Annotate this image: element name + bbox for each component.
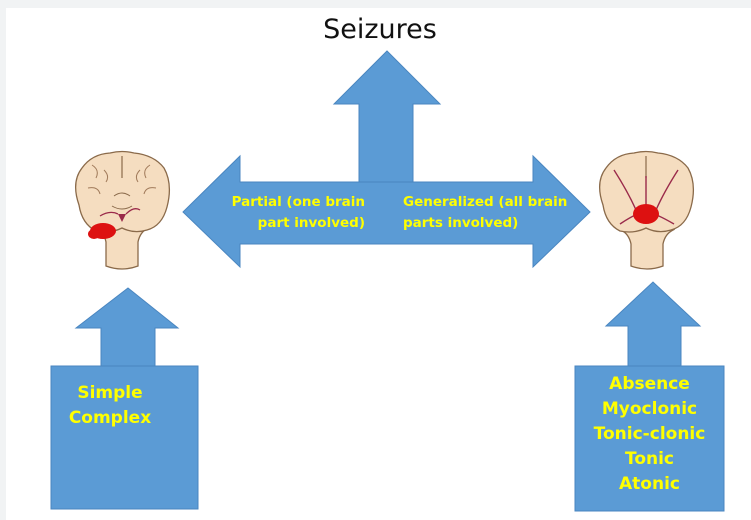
partial-types-list: Simple Complex (58, 381, 162, 431)
generalized-type-item: Tonic-clonic (578, 422, 721, 447)
generalized-label: Generalized (all brain parts involved) (403, 192, 578, 234)
partial-type-item: Complex (58, 406, 162, 431)
partial-label: Partial (one brain part involved) (225, 192, 365, 234)
partial-type-item: Simple (58, 381, 162, 406)
generalized-type-item: Tonic (578, 447, 721, 472)
generalized-types-list: Absence Myoclonic Tonic-clonic Tonic Ato… (578, 372, 721, 497)
partial-up-arrow (76, 288, 178, 366)
generalized-label-line-2: parts involved) (403, 213, 578, 234)
generalized-label-line-1: Generalized (all brain (403, 192, 578, 213)
generalized-type-item: Atonic (578, 472, 721, 497)
generalized-type-item: Myoclonic (578, 397, 721, 422)
diagram-title: Seizures (300, 14, 460, 45)
partial-label-line-1: Partial (one brain (225, 192, 365, 213)
partial-label-line-2: part involved) (225, 213, 365, 234)
generalized-up-arrow (606, 282, 700, 366)
brain-generalized-icon (600, 152, 694, 270)
generalized-type-item: Absence (578, 372, 721, 397)
brain-partial-icon (76, 152, 170, 270)
